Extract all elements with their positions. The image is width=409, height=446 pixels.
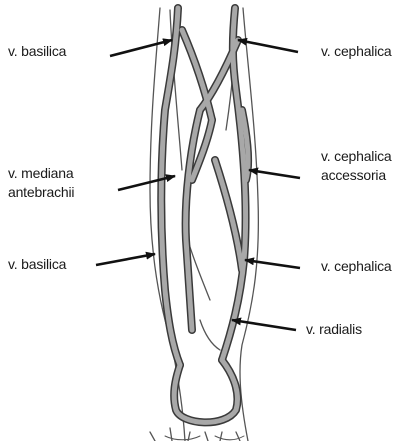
label-cephalica-accessoria-line2: accessoria — [321, 167, 386, 184]
arrow-basilica-upper — [110, 40, 172, 56]
arrow-mediana-antebrachii — [118, 176, 175, 190]
label-mediana-antebrachii-line1: v. mediana — [8, 165, 73, 182]
label-cephalica-accessoria-line1: v. cephalica — [321, 148, 392, 165]
label-cephalica-lower: v. cephalica — [321, 258, 392, 275]
arrow-radialis — [232, 320, 296, 330]
arrow-cephalica-lower — [245, 260, 300, 268]
label-cephalica-upper: v. cephalica — [321, 43, 392, 60]
label-basilica-lower: v. basilica — [8, 256, 66, 273]
label-mediana-antebrachii-line2: antebrachii — [8, 184, 74, 201]
label-basilica-upper: v. basilica — [8, 43, 66, 60]
arrow-basilica-lower — [96, 254, 155, 265]
label-radialis: v. radialis — [306, 321, 362, 338]
veins — [161, 8, 248, 422]
